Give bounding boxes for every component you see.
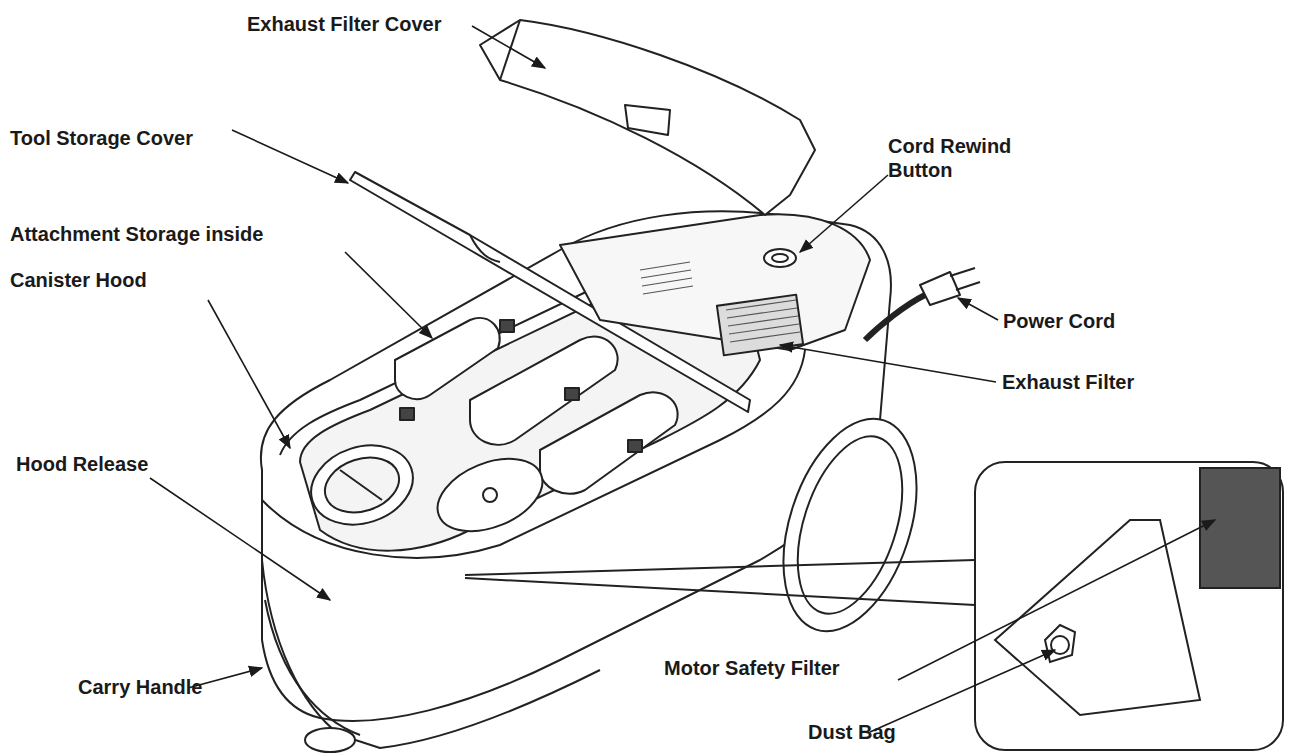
- part-label: Dust Bag: [808, 720, 896, 744]
- part-label: Hood Release: [16, 452, 148, 476]
- part-label: Carry Handle: [78, 675, 203, 699]
- part-label: Motor Safety Filter: [664, 656, 840, 680]
- part-label: Canister Hood: [10, 268, 147, 292]
- part-label: Cord Rewind Button: [888, 134, 1038, 182]
- part-label: Exhaust Filter: [1002, 370, 1134, 394]
- part-label: Power Cord: [1003, 309, 1115, 333]
- part-label: Attachment Storage inside: [10, 222, 263, 246]
- part-label: Tool Storage Cover: [10, 126, 193, 150]
- part-label: Exhaust Filter Cover: [247, 12, 442, 36]
